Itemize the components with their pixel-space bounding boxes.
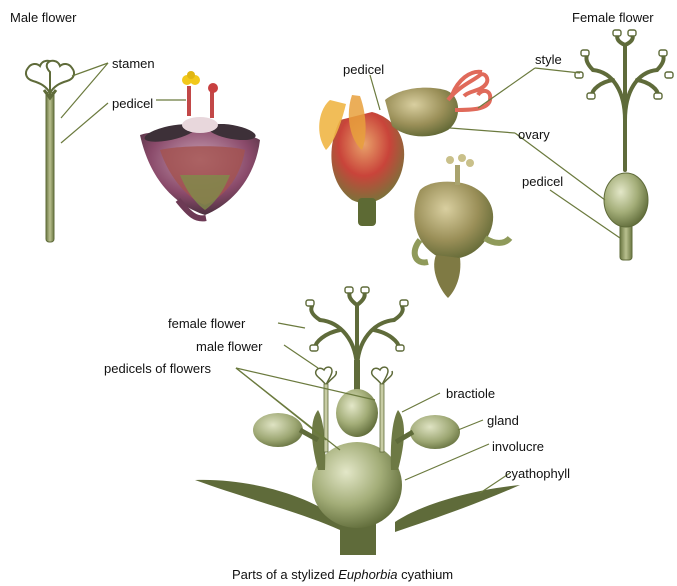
label-involucre: involucre xyxy=(492,439,544,454)
label-cyathium-male-flower: male flower xyxy=(196,339,263,354)
male-flower-drawing xyxy=(26,61,74,242)
male-flower-photo xyxy=(140,71,260,218)
label-female-pedicel: pedicel xyxy=(522,174,563,189)
caption-suffix: cyathium xyxy=(398,567,454,582)
label-cyathophyll: cyathophyll xyxy=(505,466,570,481)
label-ovary: ovary xyxy=(518,127,550,142)
caption-genus: Euphorbia xyxy=(338,567,397,582)
female-flower-drawing xyxy=(586,35,663,170)
female-flower-photo-2 xyxy=(414,154,510,298)
label-bractiole: bractiole xyxy=(446,386,495,401)
diagram-caption: Parts of a stylized Euphorbia cyathium xyxy=(232,567,453,582)
female-flower-title: Female flower xyxy=(572,10,654,25)
label-style: style xyxy=(535,52,562,67)
label-cyathium-female-flower: female flower xyxy=(168,316,246,331)
label-stamen: stamen xyxy=(112,56,155,71)
male-flower-title: Male flower xyxy=(10,10,77,25)
caption-prefix: Parts of a stylized xyxy=(232,567,338,582)
female-ovary-drawing xyxy=(604,173,648,227)
label-female-photo-pedicel: pedicel xyxy=(343,62,384,77)
label-male-pedicel: pedicel xyxy=(112,96,153,111)
label-gland: gland xyxy=(487,413,519,428)
label-pedicels-of-flowers: pedicels of flowers xyxy=(104,361,211,376)
